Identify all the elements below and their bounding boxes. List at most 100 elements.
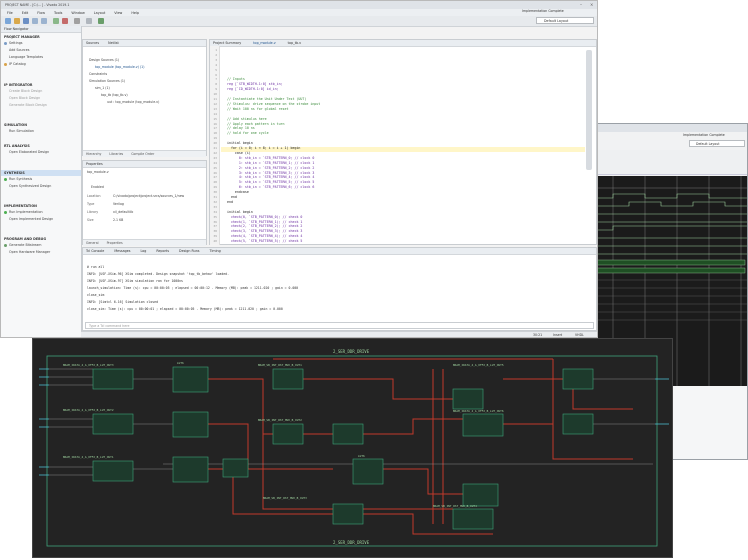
menu-edit[interactable]: Edit xyxy=(21,10,29,15)
nav-generate-bitstream[interactable]: Generate Bitstream xyxy=(9,243,42,247)
lut-cell[interactable] xyxy=(452,388,484,410)
undo-icon[interactable] xyxy=(32,18,38,24)
tab-messages[interactable]: Messages xyxy=(114,249,131,253)
tab-timing[interactable]: Timing xyxy=(209,249,221,253)
sources-tab[interactable]: Sources xyxy=(86,41,100,45)
timing-layout-select[interactable]: Default Layout xyxy=(689,140,745,147)
section-rtl-analysis[interactable]: RTL ANALYSIS xyxy=(4,144,30,148)
program-icon[interactable] xyxy=(98,18,104,24)
nav-run-implementation[interactable]: Run Implementation xyxy=(9,210,43,214)
zoom-icon[interactable] xyxy=(86,18,92,24)
stop-icon[interactable] xyxy=(62,18,68,24)
prop-location-value[interactable]: C:/vivado/project/project.srcs/sources_1… xyxy=(113,194,185,198)
nav-generate-block-design[interactable]: Generate Block Design xyxy=(9,103,47,107)
tree-uut[interactable]: uut : top_module (top_module.v) xyxy=(107,100,160,104)
nav-language-templates[interactable]: Language Templates xyxy=(9,55,44,59)
fdre-cell[interactable] xyxy=(172,456,209,483)
code-line: check(1, `STB_PATTERN_1); // check 1 xyxy=(223,219,303,224)
menu-window[interactable]: Window xyxy=(71,10,85,15)
fdre-cell[interactable] xyxy=(352,458,384,485)
nav-run-simulation[interactable]: Run Simulation xyxy=(9,129,34,133)
fdre-cell[interactable] xyxy=(222,458,249,478)
enabled-checkbox[interactable]: Enabled xyxy=(91,185,104,189)
nav-open-block-design[interactable]: Open Block Design xyxy=(9,96,41,100)
fdre-cell[interactable] xyxy=(172,411,209,438)
tab-general[interactable]: General xyxy=(86,241,99,245)
prop-location-key: Location xyxy=(87,194,101,198)
lut-cell[interactable] xyxy=(562,413,594,435)
settings-icon[interactable] xyxy=(74,18,80,24)
tcl-command-input[interactable]: Type a Tcl command here xyxy=(85,322,594,329)
tab-libraries[interactable]: Libraries xyxy=(109,152,124,156)
lut-cell[interactable] xyxy=(272,423,304,445)
nav-open-synthesized-design[interactable]: Open Synthesized Design xyxy=(9,184,52,188)
layout-select[interactable]: Default Layout xyxy=(536,17,594,24)
run-icon[interactable] xyxy=(53,18,59,24)
tab-project-summary[interactable]: Project Summary xyxy=(213,41,242,45)
tab-top-tb[interactable]: top_tb.v xyxy=(287,41,302,45)
menu-flow[interactable]: Flow xyxy=(37,10,46,15)
section-project-manager[interactable]: PROJECT MANAGER xyxy=(4,35,40,39)
tab-compile-order[interactable]: Compile Order xyxy=(131,152,155,156)
window-close-icon[interactable]: × xyxy=(590,2,594,7)
tab-reports[interactable]: Reports xyxy=(156,249,170,253)
lut-cell[interactable] xyxy=(562,368,594,390)
open-icon[interactable] xyxy=(14,18,20,24)
tree-constraints[interactable]: Constraints xyxy=(89,72,108,76)
save-icon[interactable] xyxy=(23,18,29,24)
tree-sim-1[interactable]: sim_1 (1) xyxy=(95,86,110,90)
nav-open-elaborated-design[interactable]: Open Elaborated Design xyxy=(9,150,50,154)
menu-tools[interactable]: Tools xyxy=(54,10,63,15)
lut-cell[interactable] xyxy=(272,368,304,390)
new-file-icon[interactable] xyxy=(5,18,11,24)
lut-cell[interactable] xyxy=(92,413,134,435)
nav-run-synthesis[interactable]: Run Synthesis xyxy=(9,177,33,181)
section-simulation[interactable]: SIMULATION xyxy=(4,123,27,127)
fdre-cell[interactable] xyxy=(462,483,499,507)
tree-top-module[interactable]: top_module (top_module.v) (1) xyxy=(95,65,145,69)
tab-top-module[interactable]: top_module.v xyxy=(253,41,276,45)
nav-settings[interactable]: Settings xyxy=(9,41,23,45)
nav-create-block-design[interactable]: Create Block Design xyxy=(9,89,43,93)
mux-cell[interactable] xyxy=(452,508,494,530)
tab-hierarchy[interactable]: Hierarchy xyxy=(86,152,102,156)
cell-label: BRAM_SB_INT_RST_MUX_B_OUT2 xyxy=(258,418,302,422)
redo-icon[interactable] xyxy=(41,18,47,24)
nav-open-implemented-design[interactable]: Open Implemented Design xyxy=(9,217,54,221)
menu-view[interactable]: View xyxy=(114,10,123,15)
section-implementation[interactable]: IMPLEMENTATION xyxy=(4,204,37,208)
nav-open-hardware-manager[interactable]: Open Hardware Manager xyxy=(9,250,51,254)
tab-properties[interactable]: Properties xyxy=(106,241,123,245)
tree-top-tb[interactable]: top_tb (top_tb.v) xyxy=(101,93,128,97)
mux-cell[interactable] xyxy=(332,423,364,445)
prop-library-value[interactable]: xil_defaultlib xyxy=(113,210,134,214)
window-minimize-icon[interactable]: – xyxy=(580,2,582,7)
section-ip-integrator[interactable]: IP INTEGRATOR xyxy=(4,83,33,87)
menu-file[interactable]: File xyxy=(7,10,13,15)
netlist-tab[interactable]: Netlist xyxy=(108,41,119,45)
tree-design-sources[interactable]: Design Sources (1) xyxy=(89,58,120,62)
tree-simulation-sources[interactable]: Simulation Sources (1) xyxy=(89,79,126,83)
fdre-cell[interactable] xyxy=(172,366,209,393)
menu-layout[interactable]: Layout xyxy=(93,10,106,15)
net xyxy=(503,378,633,410)
nav-add-sources[interactable]: Add Sources xyxy=(9,48,30,52)
tab-tcl-console[interactable]: Tcl Console xyxy=(86,249,105,253)
section-synthesis[interactable]: SYNTHESIS xyxy=(4,171,25,175)
menu-help[interactable]: Help xyxy=(131,10,140,15)
line-number: 23 xyxy=(213,155,217,160)
section-program-debug[interactable]: PROGRAM AND DEBUG xyxy=(4,237,47,241)
lut-cell[interactable] xyxy=(92,460,134,482)
line-number: 36 xyxy=(213,219,217,224)
nav-ip-catalog[interactable]: IP Catalog xyxy=(9,62,26,66)
timing-quick-access: Implementation Complete xyxy=(683,133,725,137)
schematic-view[interactable]: 2_SER_DDR_DRIVE 2_SER_DDR_DRIVE xyxy=(32,338,673,558)
lut-cell[interactable] xyxy=(462,413,504,437)
tab-log[interactable]: Log xyxy=(140,249,147,253)
tab-design-runs[interactable]: Design Runs xyxy=(179,249,200,253)
mux-cell[interactable] xyxy=(332,503,364,525)
lut-cell[interactable] xyxy=(92,368,134,390)
editor-scrollbar[interactable] xyxy=(586,50,592,170)
prop-type-value[interactable]: Verilog xyxy=(113,202,124,206)
